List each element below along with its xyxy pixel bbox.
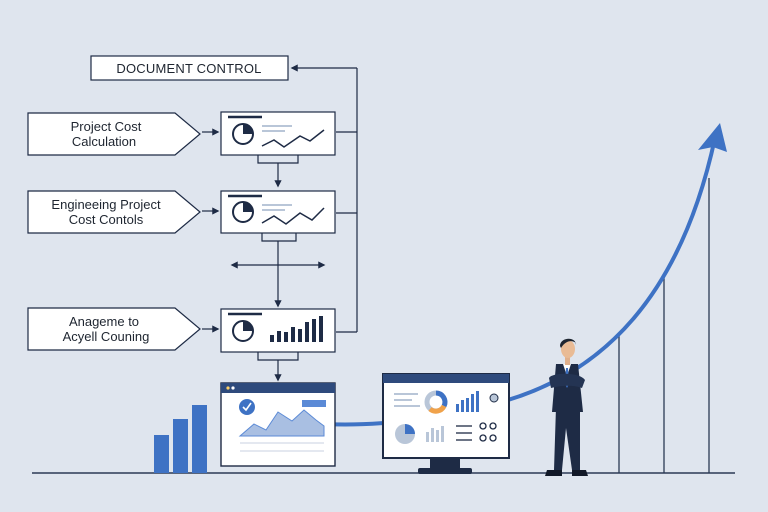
input-2-line2: Cost Contols <box>69 212 144 227</box>
dashboard-panel <box>220 382 336 467</box>
bar-chart-icon <box>270 316 323 342</box>
input-2-line1: Engineeing Project <box>51 197 161 212</box>
checkmark-icon <box>239 399 255 415</box>
mini-donut-icons <box>479 422 497 442</box>
connector-2-3 <box>230 233 326 308</box>
report-panel-1 <box>220 111 336 156</box>
connector-1-2 <box>257 155 299 188</box>
input-1-line1: Project Cost <box>71 119 142 134</box>
line-chart-icon <box>261 207 325 225</box>
list-icon <box>456 425 472 441</box>
report-panel-2 <box>220 190 336 234</box>
connector-3-dashboard <box>257 352 299 382</box>
growth-curve-bars <box>618 178 710 473</box>
input-3-line1: Anageme to <box>69 314 139 329</box>
person-icon <box>545 338 588 476</box>
document-control-label: DOCUMENT CONTROL <box>116 61 261 76</box>
text-lines-icon <box>394 393 420 407</box>
line-chart-icon <box>261 129 325 148</box>
input-3-line2: Acyell Couning <box>63 329 150 344</box>
growth-arrowhead <box>698 123 727 152</box>
input-shape-1: Project Cost Calculation <box>27 112 201 156</box>
pie-chart-icon <box>232 123 254 145</box>
donut-chart-icon <box>424 390 448 414</box>
text-lines-icon <box>262 125 292 132</box>
monitor <box>382 373 510 474</box>
input-shape-3: Anageme to Acyell Couning <box>27 307 201 351</box>
input-shape-2: Engineeing Project Cost Contols <box>27 190 201 234</box>
input-1-line2: Calculation <box>72 134 136 149</box>
feedback-connectors <box>290 64 358 333</box>
left-bar-cluster <box>154 405 207 473</box>
pie-chart-icon <box>395 424 415 444</box>
bar-chart-icon <box>426 426 444 442</box>
report-panel-3 <box>220 308 336 353</box>
pie-chart-icon <box>232 320 254 342</box>
area-chart-icon <box>238 409 325 437</box>
text-lines-icon <box>262 204 292 211</box>
document-control-box: DOCUMENT CONTROL <box>90 55 289 81</box>
bar-chart-icon <box>456 391 479 412</box>
pie-chart-icon <box>232 201 254 223</box>
growth-arrow-icon <box>298 136 717 427</box>
